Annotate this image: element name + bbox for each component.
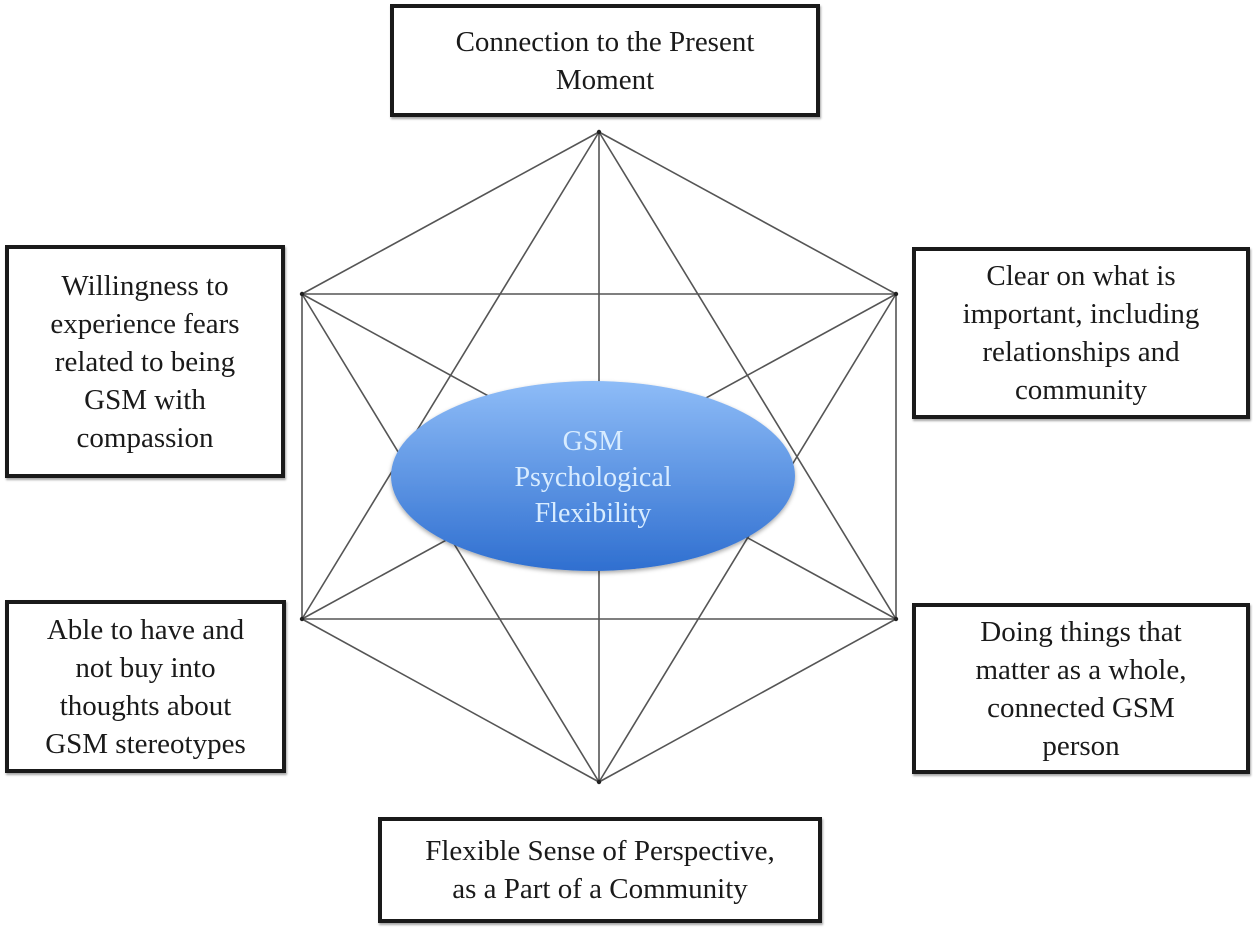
node-willingness: Willingness to experience fears related … (5, 245, 285, 478)
node-committed-action: Doing things that matter as a whole, con… (912, 603, 1250, 774)
node-text-line: community (1014, 374, 1148, 406)
node-text-line: thoughts about (59, 689, 232, 722)
vertex-dot (893, 291, 899, 297)
vertex-dot (893, 616, 899, 622)
connector-line (301, 131, 600, 295)
node-text-line: connected GSM (987, 691, 1175, 724)
node-text-line: matter as a whole, (975, 653, 1187, 686)
center-ellipse (391, 381, 795, 571)
node-text-line: person (1042, 729, 1120, 762)
vertex-dot (299, 291, 305, 297)
center-text-line: Flexibility (534, 498, 652, 529)
node-text-line: Willingness to (61, 269, 229, 302)
node-text-line: as a Part of a Community (452, 873, 748, 905)
node-text-line: Flexible Sense of Perspective, (425, 835, 775, 867)
connector-line (301, 618, 600, 783)
node-text-line: Doing things that (980, 615, 1182, 648)
node-text-line: Moment (555, 63, 655, 96)
node-text-line: important, including (962, 298, 1200, 330)
node-text-line: experience fears (50, 307, 240, 340)
node-text-line: not buy into (75, 651, 216, 684)
center-text-line: Psychological (514, 462, 672, 493)
vertex-dot (299, 616, 305, 622)
node-text-line: related to being (54, 345, 236, 378)
vertex-dot (596, 129, 602, 135)
connector-line (598, 618, 897, 783)
node-present-moment: Connection to the Present Moment (390, 4, 820, 117)
node-text-line: Able to have and (46, 613, 245, 646)
center-text-line: GSM (562, 426, 624, 457)
node-values: Clear on what is important, including re… (912, 247, 1250, 419)
connector-line (598, 131, 897, 295)
node-text-line: GSM stereotypes (45, 727, 246, 760)
node-text-line: Connection to the Present (455, 25, 755, 58)
node-defusion: Able to have and not buy into thoughts a… (5, 600, 286, 773)
center-label: GSM Psychological Flexibility (391, 381, 795, 571)
node-text-line: GSM with (84, 383, 206, 416)
node-text-line: relationships and (982, 336, 1180, 368)
node-text-line: Clear on what is (986, 260, 1176, 292)
vertex-dot (596, 779, 602, 785)
vertex-dots (299, 129, 899, 785)
node-self-as-context: Flexible Sense of Perspective, as a Part… (378, 817, 822, 923)
node-text-line: compassion (76, 421, 214, 454)
